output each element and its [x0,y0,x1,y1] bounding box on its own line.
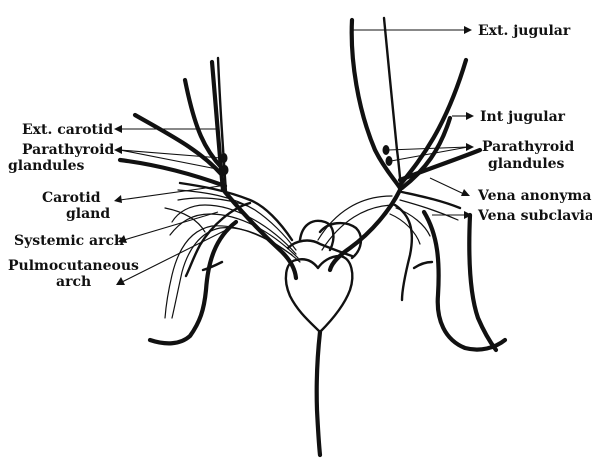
arrowhead-ext-carotid [114,125,122,133]
label-left-parathyroid-line1: Parathyroid [22,142,114,158]
label-pulmocutaneous-line2: arch [56,274,91,290]
right-lower-branch [414,262,432,268]
left-parathyroid-glandule-2 [222,165,229,175]
arrowhead-vena-anonyma [461,189,470,196]
truncus-arteriosus-base [288,241,352,256]
label-ext-jugular: Ext. jugular [478,23,571,39]
left-pulmocutaneous-arch-2 [165,226,292,318]
arrowhead-ext-jugular [464,26,472,34]
ventricle [286,256,352,332]
arrowhead-right-parathyroid [466,143,474,151]
label-carotid-gland-line2: gland [66,206,110,222]
arrowhead-left-parathyroid [114,146,122,154]
label-vena-subclavia: Vena subclavia [477,208,592,224]
left-parathyroid-glandule-1 [221,153,228,163]
label-pulmocutaneous-line1: Pulmocutaneous [8,258,139,274]
right-main-trunk [330,190,400,270]
left-lower-branch [203,262,222,270]
left-vessels [120,58,300,343]
labels: Ext. jugular Int jugular Parathyroid gla… [8,23,592,290]
label-left-parathyroid-line2: glandules [8,158,85,174]
pointer-left-parathyroid-1 [120,150,221,158]
label-right-parathyroid-line1: Parathyroid [482,139,574,155]
left-pulmocutaneous-arch-1 [172,228,300,318]
pointer-vena-anonyma [430,178,464,194]
right-vena-anonyma [402,192,460,208]
label-right-parathyroid-line2: glandules [488,156,565,172]
label-ext-carotid: Ext. carotid [22,122,113,138]
label-systemic-arch: Systemic arch [14,233,124,249]
heart [286,221,361,455]
right-descending-vessel [424,212,505,350]
postcaval-vein [317,332,320,455]
left-thin-vessel-2 [165,208,205,232]
label-vena-anonyma: Vena anonyma [477,188,591,204]
label-carotid-gland-line1: Carotid [42,190,101,206]
right-outer-limb [469,215,496,350]
right-dorsal-aorta [395,205,412,300]
arrowhead-carotid-gland [114,195,122,203]
right-lateral-branch [400,150,480,180]
pointer-lines [114,26,474,285]
arrowhead-int-jugular [466,112,474,120]
left-descending-vessel [150,222,236,343]
label-int-jugular: Int jugular [480,109,566,125]
